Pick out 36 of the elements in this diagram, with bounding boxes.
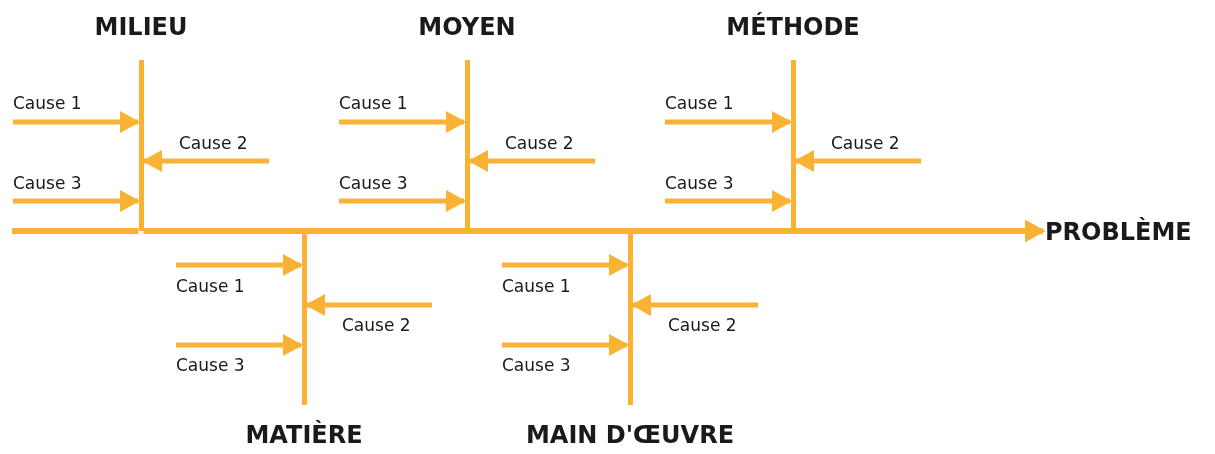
cause-label: Cause 3	[13, 175, 82, 192]
cause-label: Cause 1	[502, 278, 571, 295]
cause-label: Cause 2	[505, 135, 574, 152]
category-label: MÉTHODE	[726, 12, 860, 42]
arrow	[502, 334, 629, 356]
cause-label: Cause 1	[339, 95, 408, 112]
arrow	[176, 334, 303, 356]
arrow	[176, 254, 303, 276]
arrow	[339, 111, 466, 133]
cause-label: Cause 1	[176, 278, 245, 295]
cause-label: Cause 1	[13, 95, 82, 112]
cause-label: Cause 3	[665, 175, 734, 192]
cause-label: Cause 2	[179, 135, 248, 152]
cause-label: Cause 2	[668, 317, 737, 334]
category-label: MILIEU	[94, 12, 188, 42]
arrow	[142, 150, 269, 172]
arrow	[665, 190, 792, 212]
cause-label: Cause 2	[342, 317, 411, 334]
category-label: MATIÈRE	[245, 420, 363, 450]
category-label: MOYEN	[418, 12, 516, 42]
cause-label: Cause 1	[665, 95, 734, 112]
arrow	[794, 150, 921, 172]
arrow	[631, 294, 758, 316]
arrow	[665, 111, 792, 133]
arrow	[339, 190, 466, 212]
arrow	[502, 254, 629, 276]
cause-label: Cause 3	[502, 357, 571, 374]
cause-label: Cause 3	[339, 175, 408, 192]
problem-label: PROBLÈME	[1045, 217, 1192, 247]
category-label: MAIN D'ŒUVRE	[526, 420, 734, 450]
arrow	[468, 150, 595, 172]
arrow	[305, 294, 432, 316]
cause-label: Cause 2	[831, 135, 900, 152]
arrow	[13, 111, 140, 133]
arrow	[13, 190, 140, 212]
cause-label: Cause 3	[176, 357, 245, 374]
